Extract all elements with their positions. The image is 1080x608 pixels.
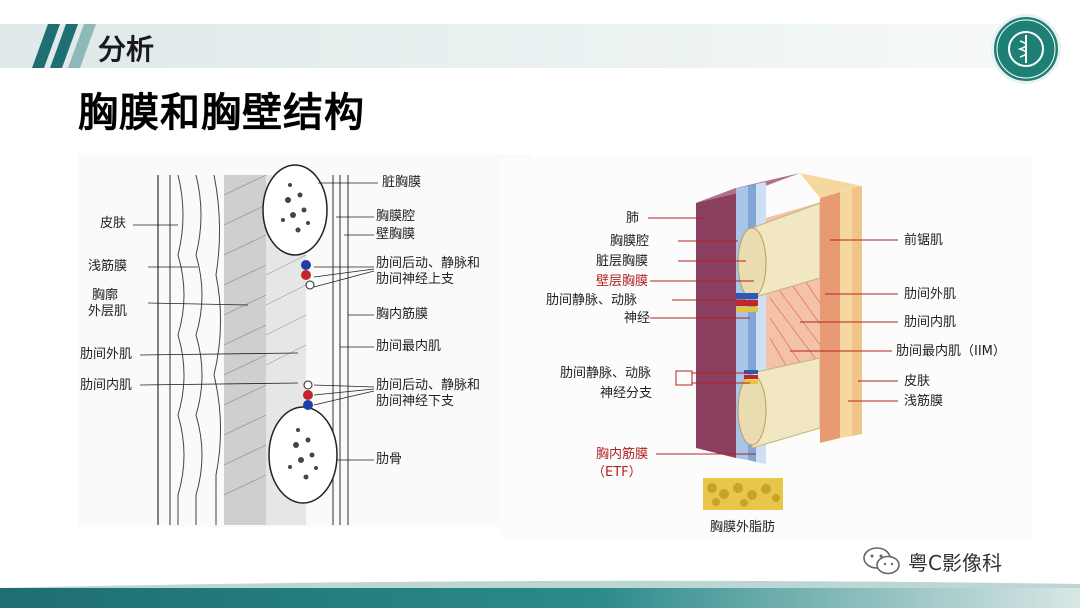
page-title: 胸膜和胸壁结构 [78, 90, 365, 136]
label-lung: 肺 [626, 211, 640, 226]
watermark: 粤C影像科 [862, 546, 1002, 576]
label-rib: 肋骨 [376, 452, 403, 467]
right-anatomy-figure: 肺 胸膜腔 脏层胸膜 壁层胸膜 肋间静脉、动脉 神经 肋间静脉、动脉 神经分支 … [500, 158, 1032, 538]
label-innermost-intercostal: 肋间最内肌 [376, 339, 442, 354]
left-diagram-drawing [133, 164, 378, 525]
label-lower-nerve: 肋间神经下支 [376, 394, 455, 409]
label-intercostal-vessels-upper: 肋间静脉、动脉 [546, 293, 638, 308]
right-diagram-drawing [648, 173, 898, 510]
label-intercostal-vessels-lower: 肋间静脉、动脉 [560, 366, 652, 381]
left-anatomy-figure: 皮肤 浅筋膜 胸廓 外层肌 肋间外肌 肋间内肌 脏胸膜 胸膜腔 壁胸膜 肋间后动… [78, 155, 533, 527]
header-band [0, 24, 1000, 68]
label-external-intercostal-r: 肋间外肌 [904, 287, 957, 302]
label-endothoracic-fascia-r: 胸内筋膜 [596, 447, 649, 462]
label-nerve-branch: 神经分支 [600, 386, 653, 401]
label-extrapleural-fat: 胸膜外脂肪 [710, 520, 776, 535]
label-nerve-upper: 神经 [624, 311, 651, 326]
label-upper-nerve: 肋间神经上支 [376, 272, 455, 287]
label-pleural-cavity: 胸膜腔 [376, 209, 416, 224]
label-visceral-pleura-r: 脏层胸膜 [596, 254, 649, 269]
label-skin: 皮肤 [100, 216, 127, 231]
label-innermost-intercostal-r: 肋间最内肌（IIM） [896, 344, 1006, 359]
label-visceral-pleura: 脏胸膜 [382, 175, 422, 190]
wechat-icon [863, 547, 900, 575]
watermark-text: 粤C影像科 [908, 550, 1002, 575]
label-pleural-cavity-r: 胸膜腔 [610, 234, 650, 249]
hospital-logo [991, 14, 1061, 84]
label-parietal-pleura: 壁胸膜 [376, 227, 416, 242]
label-superficial-fascia-r: 浅筋膜 [904, 394, 944, 409]
label-endothoracic-fascia: 胸内筋膜 [376, 307, 429, 322]
label-etf: （ETF） [592, 465, 642, 480]
section-label: 分析 [98, 33, 155, 66]
label-thorax: 胸廓 [92, 288, 119, 303]
label-skin-r: 皮肤 [904, 374, 931, 389]
label-parietal-pleura-r: 壁层胸膜 [596, 274, 649, 289]
label-internal-intercostal-r: 肋间内肌 [904, 315, 957, 330]
label-external-intercostal: 肋间外肌 [80, 347, 133, 362]
footer-band [0, 588, 1080, 608]
label-lower-vessels: 肋间后动、静脉和 [376, 378, 481, 393]
label-outer-muscle: 外层肌 [88, 304, 128, 319]
label-upper-vessels: 肋间后动、静脉和 [376, 256, 481, 271]
label-internal-intercostal: 肋间内肌 [80, 378, 133, 393]
label-superficial-fascia: 浅筋膜 [88, 259, 128, 274]
label-serratus-anterior: 前锯肌 [904, 233, 944, 248]
